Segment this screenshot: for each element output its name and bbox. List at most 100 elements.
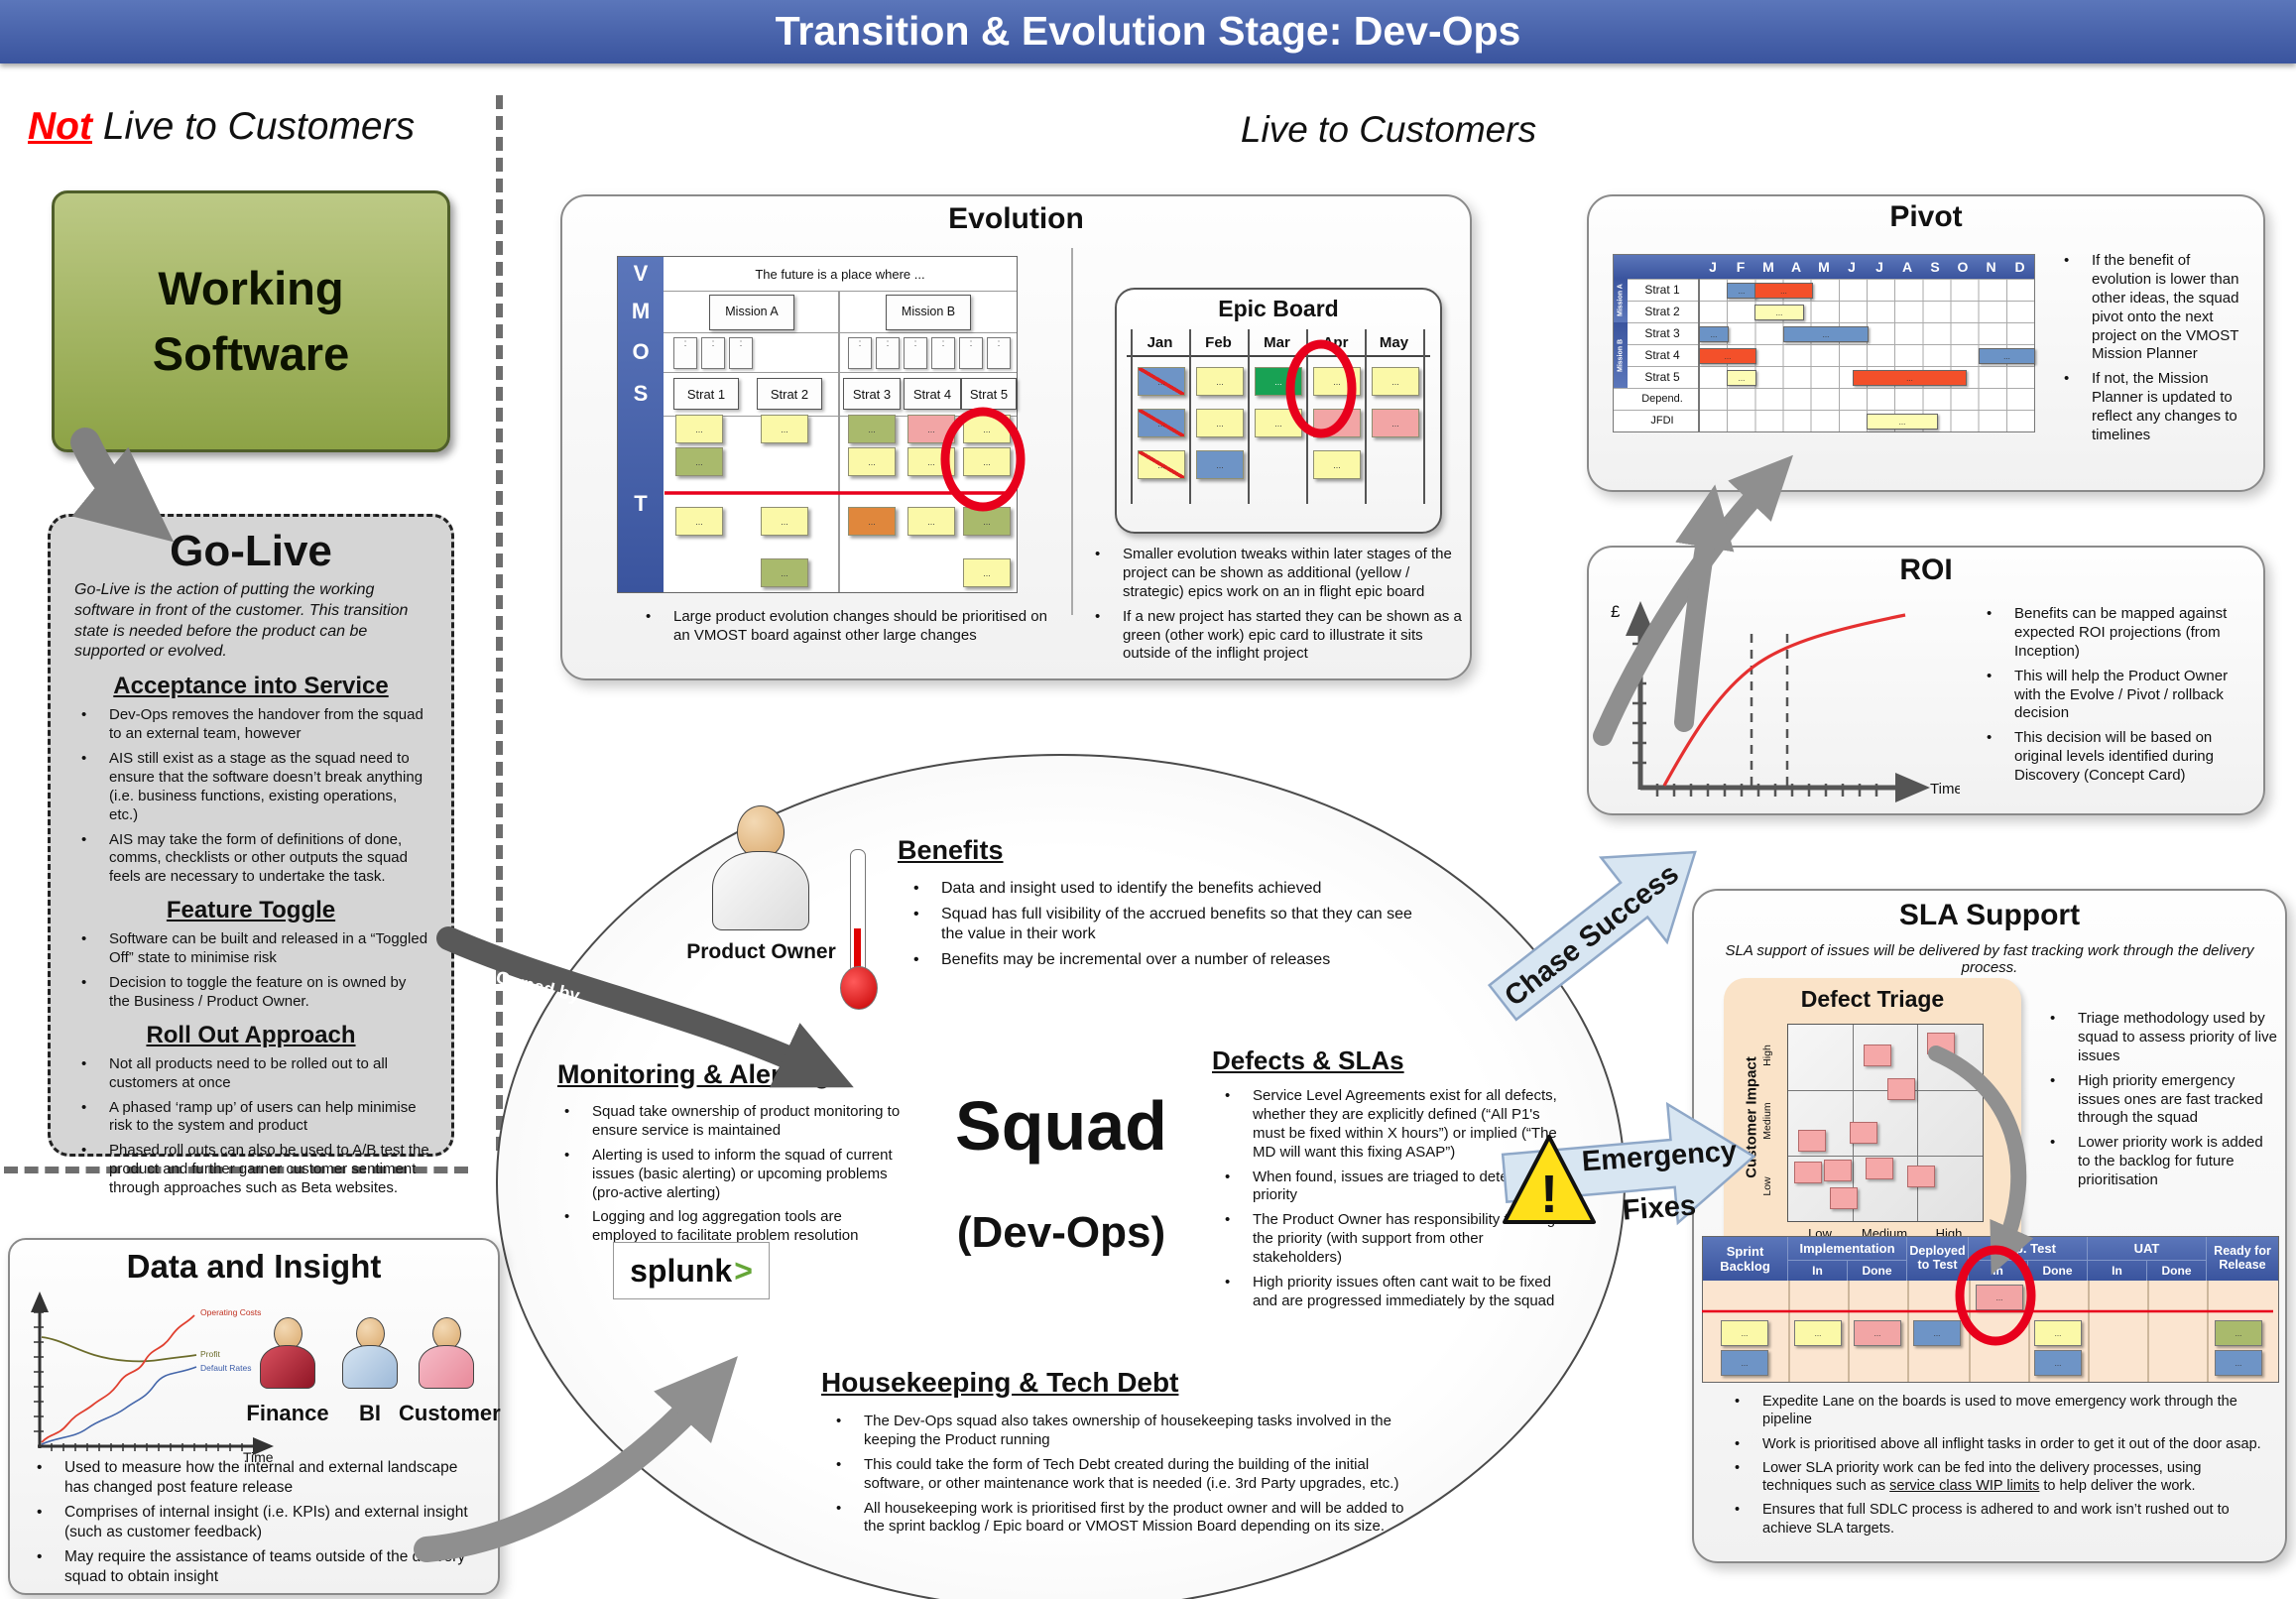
gantt-bar: ... (1853, 370, 1967, 386)
bullet: Alerting is used to inform the squad of … (555, 1147, 901, 1203)
defect-card (1866, 1158, 1893, 1179)
gantt-row-label: Strat 5 (1644, 370, 1680, 384)
gantt-month: F (1727, 255, 1754, 279)
impact-axis-label: Customer Impact (1743, 1056, 1760, 1178)
roi-bullets: Benefits can be mapped against expected … (1978, 605, 2247, 792)
persona-label-finance: Finance (246, 1401, 329, 1425)
bullet: Squad take ownership of product monitori… (555, 1103, 901, 1141)
bullet: If the benefit of evolution is lower tha… (2055, 252, 2253, 364)
splunk-wordmark: splunk (630, 1252, 733, 1289)
series-label: Default Rates (200, 1363, 252, 1373)
bullet: Phased roll outs can also be used to A/B… (72, 1142, 429, 1198)
vmost-letter: S (633, 381, 649, 406)
bullet: This decision will be based on original … (1978, 729, 2247, 786)
defects-bullets: Service Level Agreements exist for all d… (1216, 1087, 1575, 1317)
splunk-logo: splunk> (613, 1242, 770, 1299)
gantt-month: O (1949, 255, 1977, 279)
bullet: Logging and log aggregation tools are em… (555, 1208, 901, 1246)
gantt-month: N (1977, 255, 2005, 279)
kanban-subcol-done: Done (2147, 1261, 2207, 1281)
housekeeping-heading: Housekeeping & Tech Debt (821, 1367, 1179, 1398)
bullet: Used to measure how the internal and ext… (28, 1458, 482, 1497)
tactic-note: ... (675, 507, 723, 536)
evolution-title: Evolution (948, 202, 1084, 235)
bullet: AIS still exist as a stage as the squad … (72, 750, 429, 825)
gantt-month: A (1893, 255, 1921, 279)
zone-divider-vertical (496, 95, 503, 1151)
kanban-card: ... (2215, 1320, 2262, 1346)
defect-card (1864, 1045, 1891, 1066)
kanban-col-ready: Ready for Release (2214, 1244, 2271, 1272)
epic-month: Feb (1205, 333, 1232, 351)
tactic-note: ... (848, 415, 896, 443)
evolution-divider (1071, 248, 1073, 615)
kanban-card: ... (1794, 1320, 1842, 1346)
product-owner-icon (706, 805, 815, 930)
kanban-col-sprint-backlog: Sprint Backlog (1703, 1237, 1788, 1281)
defect-card (1907, 1166, 1935, 1187)
go-live-section-heading: Acceptance into Service (113, 673, 389, 700)
product-owner-label: Product Owner (686, 940, 836, 963)
kanban-col-exp-test: Exp. Test (1969, 1237, 2088, 1261)
epic-card-cancelled: ... (1138, 409, 1185, 437)
persona-label-bi: BI (359, 1401, 381, 1425)
epic-card: ... (1313, 367, 1361, 396)
tactic-note: ... (761, 558, 808, 587)
strat-box: Strat 2 (757, 378, 822, 410)
defect-card (1824, 1160, 1852, 1181)
gantt-bar: ... (1699, 326, 1729, 342)
bullet: This could take the form of Tech Debt cr… (827, 1456, 1406, 1494)
data-insight-panel: Data and Insight Operating Costs Profit … (8, 1238, 501, 1595)
bullet: Dev-Ops removes the handover from the sq… (72, 706, 429, 744)
go-live-rollout-bullets: Not all products need to be rolled out t… (72, 1055, 429, 1198)
epic-card: ... (1196, 409, 1244, 437)
defect-card (1830, 1187, 1858, 1209)
sla-subtitle: SLA support of issues will be delivered … (1725, 942, 2254, 976)
evolution-panel: Evolution V M O S T The future is a plac… (560, 194, 1472, 680)
objective-box (848, 337, 872, 369)
go-live-box: Go-Live Go-Live is the action of putting… (48, 514, 454, 1196)
sla-bullets: Triage methodology used by squad to asse… (2041, 1010, 2277, 1196)
epic-month: May (1379, 333, 1409, 351)
go-live-toggle-bullets: Software can be built and released in a … (72, 930, 429, 1012)
series-label: Operating Costs (200, 1307, 261, 1317)
bullet: Service Level Agreements exist for all d… (1216, 1087, 1575, 1163)
epic-board: Epic Board Jan Feb Mar Apr May ... ... .… (1115, 288, 1442, 534)
objective-box (729, 337, 753, 369)
strat-box: Strat 4 (904, 378, 961, 410)
objective-box (904, 337, 927, 369)
roi-title: ROI (1899, 554, 1953, 586)
working-software-label: Working Software (152, 262, 350, 380)
vmost-letter: M (631, 299, 651, 323)
customer-persona-icon (419, 1317, 474, 1389)
data-insight-bullets: Used to measure how the internal and ext… (28, 1458, 482, 1592)
epic-month: Mar (1264, 333, 1290, 351)
kanban-subcol-done: Done (1848, 1261, 1907, 1281)
tactic-note: ... (907, 447, 955, 476)
monitoring-bullets: Squad take ownership of product monitori… (555, 1103, 901, 1252)
bullet: This will help the Product Owner with th… (1978, 668, 2247, 724)
vmost-letter: O (632, 339, 650, 364)
defect-card (1798, 1130, 1826, 1152)
sla-support-panel: SLA Support SLA support of issues will b… (1692, 889, 2287, 1563)
gantt-month: D (2005, 255, 2034, 279)
kanban-col-deployed: Deployed to Test (1907, 1237, 1969, 1281)
expedite-card: ... (1976, 1285, 2023, 1310)
roi-y-axis-label: £ (1611, 602, 1621, 621)
defect-card (1887, 1078, 1915, 1100)
title-bar: Transition & Evolution Stage: Dev-Ops (0, 0, 2296, 63)
bullet: If a new project has started they can be… (1086, 608, 1463, 665)
persona-label-customer: Customer (399, 1401, 501, 1425)
vmost-vision: The future is a place where ... (755, 266, 925, 282)
splunk-chevron-icon: > (734, 1252, 753, 1289)
gantt-month: J (1838, 255, 1866, 279)
bullet: The Dev-Ops squad also takes ownership o… (827, 1413, 1406, 1450)
kanban-subcol-in: In (1969, 1261, 2028, 1281)
kanban-col-uat: UAT (2088, 1237, 2207, 1261)
epic-card: ... (1372, 409, 1419, 437)
arrow-ws-to-golive (70, 428, 175, 543)
pivot-panel: Pivot J F M A M J J A S O N D Mission A … (1587, 194, 2265, 492)
tactic-note: ... (963, 415, 1011, 443)
finance-persona-icon (260, 1317, 315, 1389)
bullet: Not all products need to be rolled out t… (72, 1055, 429, 1093)
